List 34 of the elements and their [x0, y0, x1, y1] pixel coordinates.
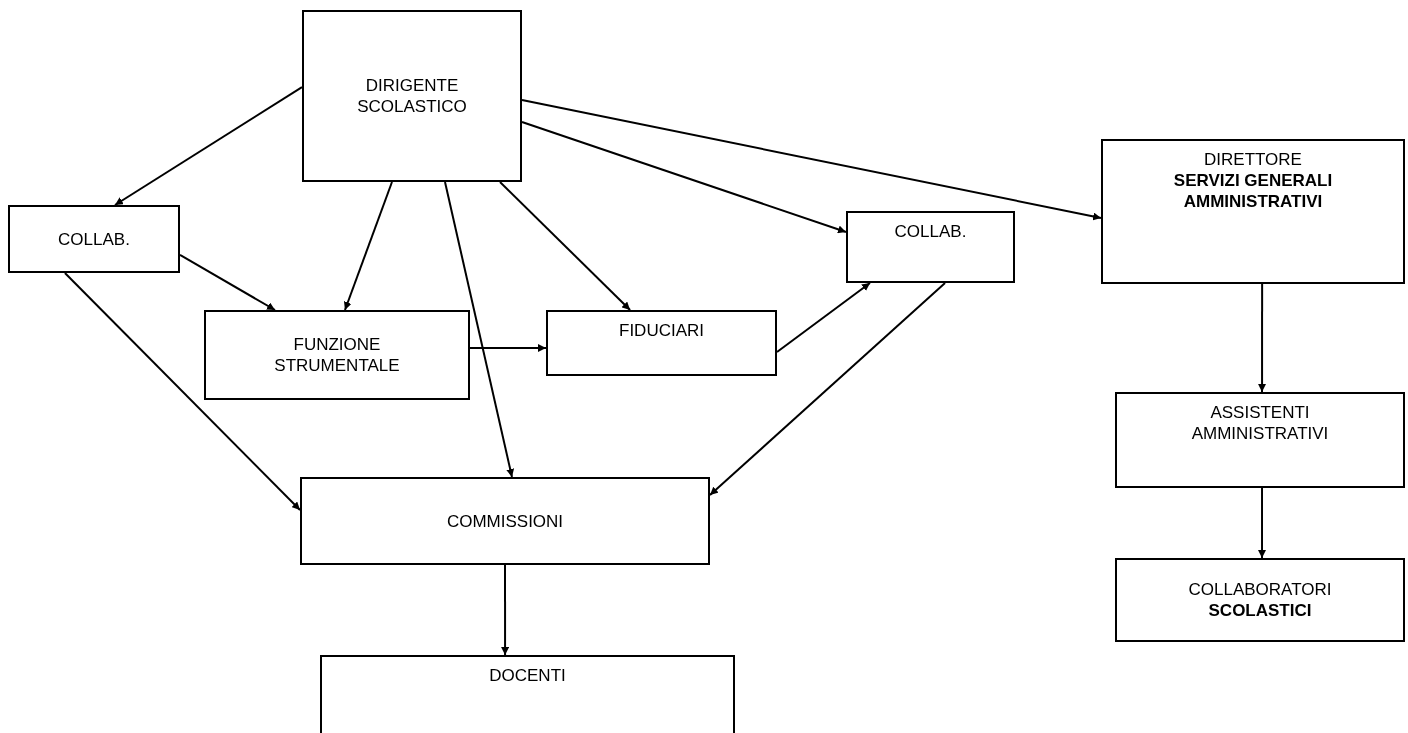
arrow: [776, 282, 871, 353]
box-label: ASSISTENTI AMMINISTRATIVI: [1190, 402, 1330, 444]
arrow: [521, 98, 1102, 221]
org-box: [1115, 558, 1405, 642]
box-label: DIRETTORE SERVIZI GENERALI AMMINISTRATIVI: [1173, 149, 1333, 212]
arrow: [179, 254, 276, 311]
box-label: COMMISSIONI: [446, 510, 564, 532]
arrow: [521, 120, 847, 234]
arrow: [344, 181, 393, 311]
org-box: [204, 310, 470, 400]
org-box: [302, 10, 522, 182]
org-box: [846, 211, 1015, 283]
box-label: DOCENTI: [489, 665, 566, 686]
box-label: FIDUCIARI: [619, 320, 704, 341]
box-label: COLLAB.: [894, 221, 967, 242]
org-box: [1115, 392, 1405, 488]
arrow: [114, 86, 303, 206]
box-label: COLLABORATORI SCOLASTICI: [1187, 579, 1333, 621]
arrow: [709, 282, 947, 497]
arrow: [499, 181, 632, 311]
org-box: [546, 310, 777, 376]
org-box: [1101, 139, 1405, 284]
org-box: [320, 655, 735, 733]
box-label: FUNZIONE STRUMENTALE: [273, 334, 401, 376]
arrow: [1258, 487, 1267, 559]
box-label: DIRIGENTE SCOLASTICO: [356, 75, 468, 117]
org-box: [300, 477, 710, 565]
arrow: [469, 344, 547, 352]
org-box: [8, 205, 180, 273]
arrow: [444, 181, 515, 478]
arrow: [1258, 283, 1267, 393]
box-label: COLLAB.: [58, 228, 130, 250]
arrow: [501, 564, 510, 656]
arrow: [63, 272, 301, 511]
